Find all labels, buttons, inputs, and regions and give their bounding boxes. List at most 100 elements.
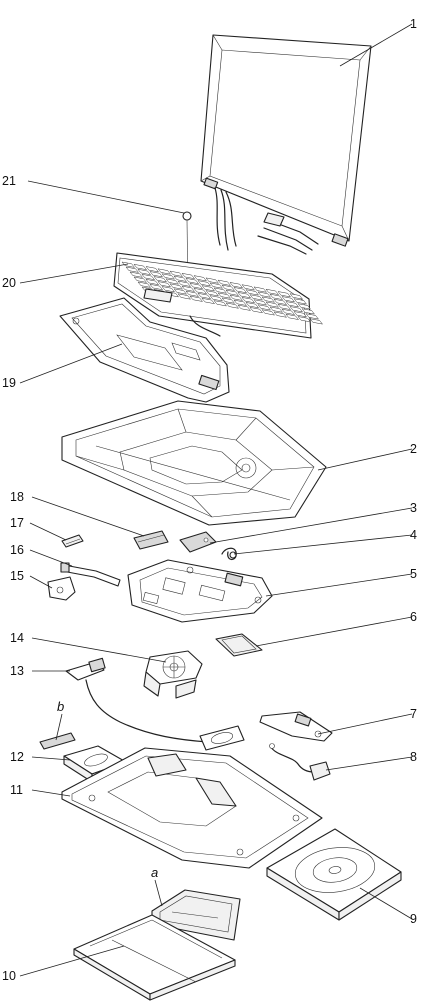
keyboard-key — [265, 288, 280, 295]
keyboard-key — [145, 278, 160, 286]
keyboard-key — [137, 268, 152, 276]
keyboard-key — [233, 287, 248, 294]
keyboard-key — [141, 273, 156, 281]
small-cable — [221, 547, 237, 561]
keyboard-key — [233, 299, 248, 306]
keyboard-key — [209, 295, 224, 302]
keyboard-key — [193, 275, 208, 282]
keyboard-key — [297, 316, 312, 323]
keyboard-key — [217, 279, 232, 286]
keyboard-key — [201, 285, 216, 292]
callout-labels: 1 21 20 19 2 18 3 17 4 16 5 15 6 14 13 b… — [2, 17, 417, 983]
keyboard-key — [245, 302, 260, 309]
keyboard-key — [277, 291, 292, 298]
callout-18: 18 — [10, 490, 24, 504]
keyboard-key — [273, 311, 288, 318]
memory-module — [133, 530, 169, 550]
palm-rest — [59, 297, 230, 403]
keyboard-key — [309, 318, 324, 325]
keyboard-key — [201, 297, 216, 305]
keyboard-key — [241, 284, 256, 291]
fan-heatsink — [143, 650, 203, 699]
keyboard-key — [245, 289, 260, 296]
optical-drive — [266, 828, 402, 921]
keyboard-key — [181, 272, 196, 280]
callout-2: 2 — [410, 442, 417, 456]
callout-20: 20 — [2, 276, 16, 290]
keyboard-key — [297, 303, 312, 310]
keyboard-key — [209, 282, 224, 289]
keyboard-key — [285, 301, 300, 308]
keyboard-key — [161, 286, 176, 293]
keyboard-key — [185, 290, 200, 297]
keyboard-key — [165, 278, 180, 285]
keyboard-key — [221, 297, 236, 304]
keyboard-key — [129, 271, 144, 278]
keyboard-key — [225, 302, 240, 309]
callout-17: 17 — [10, 516, 24, 530]
callout-7: 7 — [410, 707, 417, 721]
callout-5: 5 — [410, 567, 417, 581]
keyboard-key — [137, 281, 152, 288]
leader-lines — [19, 23, 413, 977]
keyboard-key — [181, 285, 196, 292]
lcd-assembly — [200, 34, 372, 255]
keyboard-key — [205, 290, 220, 297]
callout-10: 10 — [2, 969, 16, 983]
keyboard-key — [281, 296, 296, 303]
keyboard-key — [237, 292, 252, 299]
keyboard-key — [229, 294, 244, 301]
keyboard-key — [197, 280, 212, 287]
keyboard-key — [261, 309, 276, 316]
keyboard-key — [281, 308, 296, 315]
callout-14: 14 — [10, 631, 24, 645]
keyboard-key — [161, 273, 176, 280]
keyboard-key — [189, 282, 204, 290]
keyboard-key — [213, 287, 228, 294]
keyboard-key — [217, 292, 232, 299]
keyboard-keys — [121, 261, 324, 325]
keyboard-key — [169, 270, 184, 277]
keyboard-key — [277, 303, 292, 310]
keyboard-key — [285, 313, 300, 320]
io-card — [259, 711, 333, 742]
keyboard-bezel — [61, 400, 327, 526]
keyboard-key — [289, 306, 304, 313]
keyboard-key — [249, 307, 264, 314]
sub-label-b: b — [57, 699, 64, 714]
keyboard-key — [237, 304, 252, 311]
battery-pack — [73, 914, 236, 1001]
bracket — [47, 576, 76, 601]
hdd-rail — [39, 732, 76, 750]
callout-3: 3 — [410, 501, 417, 515]
keyboard-key — [225, 289, 240, 296]
keyboard — [113, 252, 324, 339]
keyboard-key — [257, 291, 272, 298]
keyboard-key — [261, 296, 276, 303]
keyboard-key — [293, 311, 308, 318]
keyboard-key — [149, 283, 164, 291]
keyboard-key — [253, 299, 268, 306]
trackpoint-cap — [182, 211, 192, 298]
keyboard-key — [169, 283, 184, 290]
keyboard-key — [185, 277, 200, 285]
keyboard-key — [197, 292, 212, 300]
keyboard-key — [189, 295, 204, 302]
keyboard-key — [157, 281, 172, 288]
keyboard-key — [125, 266, 140, 273]
keyboard-key — [221, 284, 236, 291]
callout-19: 19 — [2, 376, 16, 390]
keyboard-key — [273, 298, 288, 305]
keyboard-key — [229, 282, 244, 289]
callout-9: 9 — [410, 912, 417, 926]
keyboard-key — [289, 293, 304, 300]
speaker-assembly — [65, 657, 245, 751]
keyboard-key — [213, 300, 228, 307]
keyboard-key — [293, 298, 308, 305]
keyboard-key — [133, 276, 148, 283]
flex-cable — [60, 562, 121, 587]
callout-8: 8 — [410, 750, 417, 764]
keyboard-key — [257, 304, 272, 311]
keyboard-key — [205, 277, 220, 284]
keyboard-key — [193, 287, 208, 295]
